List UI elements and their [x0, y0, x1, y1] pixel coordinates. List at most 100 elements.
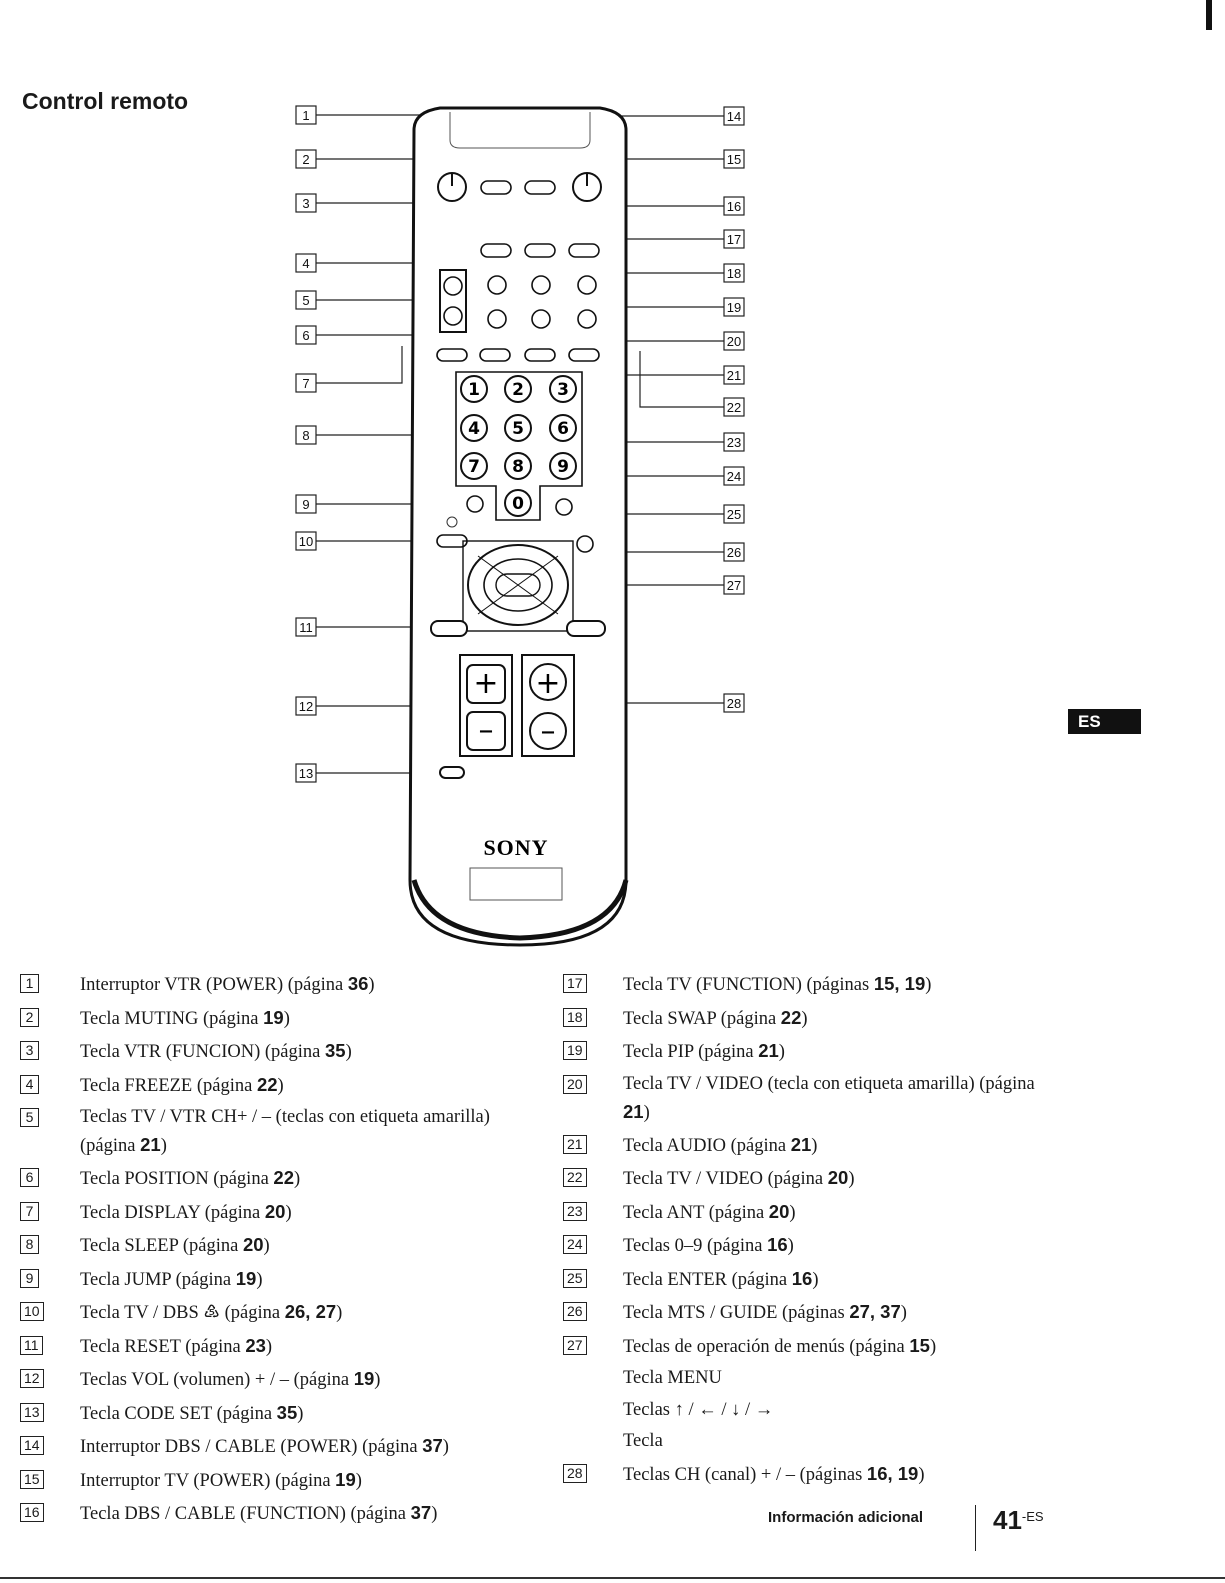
legend-suffix: ): [812, 1269, 819, 1290]
mts-guide-button: [576, 535, 594, 553]
legend-page-ref: 35: [276, 1401, 298, 1423]
legend-text: Tecla: [623, 1426, 1063, 1458]
tv-function-button: [568, 243, 600, 258]
numpad-key-label: 1: [468, 380, 480, 400]
legend-text: Tecla PIP (página 21): [623, 1035, 1063, 1069]
callout-label: 18: [727, 266, 741, 281]
callout-box: [723, 466, 745, 486]
numpad-key-label: 3: [557, 380, 569, 400]
legend-page-ref: 22: [256, 1073, 278, 1095]
legend-number-box: 22: [563, 1168, 587, 1187]
legend-number-box: 21: [563, 1134, 587, 1154]
callout-label: 1: [302, 108, 309, 123]
brand-logo: SONY: [483, 835, 548, 860]
callout-label: 22: [727, 400, 741, 415]
legend-suffix: ): [355, 1470, 362, 1491]
callout-box: [723, 575, 745, 595]
legend-page-ref: 37: [422, 1435, 443, 1456]
legend-description: Teclas de operación de menús (página: [623, 1336, 910, 1357]
legend-number: 11: [20, 1330, 80, 1364]
callout-label: 27: [727, 578, 741, 593]
legend-item: 6 Tecla POSITION (página 22): [20, 1162, 540, 1196]
callout-label: 9: [302, 497, 309, 512]
legend-suffix: ): [918, 1464, 925, 1485]
callout-box: [295, 696, 317, 716]
legend-number: 21: [563, 1129, 623, 1163]
tv-video-yellow-button: [577, 309, 597, 329]
callout-label: 23: [727, 435, 741, 450]
page-number-suffix: -ES: [1021, 1509, 1044, 1524]
legend-number: 25: [563, 1263, 623, 1297]
callout-label: 17: [727, 232, 741, 247]
numpad-key-label: 4: [468, 419, 480, 439]
legend-text: Tecla ANT (página 20): [623, 1196, 1063, 1230]
legend-description: Interruptor VTR (POWER) (página: [80, 975, 348, 995]
legend-suffix: ): [442, 1437, 449, 1457]
callout-label: 20: [727, 334, 741, 349]
callout-label: 24: [727, 469, 741, 484]
legend-suffix: ): [643, 1102, 650, 1123]
legend-text: Tecla POSITION (página 22): [80, 1162, 540, 1196]
legend-description: Teclas TV / VTR CH+ / – (teclas con etiq…: [80, 1107, 490, 1156]
legend-text: Tecla JUMP (página 19): [80, 1263, 540, 1297]
legend-number: 27: [563, 1330, 623, 1364]
dbs-function-button: [524, 243, 556, 258]
numpad-key-1: [460, 375, 488, 403]
legend-number: 24: [563, 1229, 623, 1263]
legend-number-box: 6: [20, 1168, 39, 1187]
numpad-key-label: 9: [557, 457, 569, 477]
legend-number: 4: [20, 1069, 80, 1103]
legend-description: Tecla JUMP (página: [80, 1269, 236, 1290]
legend-suffix: ): [778, 1042, 785, 1062]
legend-description: Tecla RESET (página: [80, 1336, 246, 1357]
legend-suffix: ): [789, 1202, 796, 1223]
ant-button: [568, 348, 600, 362]
legend-description: Tecla MTS / GUIDE (páginas: [623, 1303, 850, 1323]
legend-description: Tecla TV / VIDEO (página: [623, 1169, 828, 1189]
legend-page-ref: 15, 19: [873, 973, 926, 994]
legend-suffix: ): [256, 1269, 263, 1290]
legend-number: [563, 1426, 623, 1458]
legend-number-box: 15: [20, 1469, 44, 1489]
callout-box: [723, 263, 745, 283]
legend-text: Tecla DBS / CABLE (FUNCTION) (página 37): [80, 1497, 540, 1531]
legend-number: 18: [563, 1002, 623, 1036]
legend-description: Tecla ENTER (página: [623, 1269, 792, 1290]
legend-number-box: 3: [20, 1041, 39, 1060]
numpad-key-4: [460, 414, 488, 442]
legend-page-ref: 21: [790, 1133, 812, 1155]
legend-text: Teclas ↑ / ← / ↓ / →: [623, 1395, 1063, 1427]
legend-page-ref: 19: [263, 1006, 284, 1028]
legend-number: 20: [563, 1069, 623, 1129]
legend-number-box: 16: [20, 1503, 44, 1522]
svg-text:+: +: [535, 666, 560, 701]
callout-label: 26: [727, 545, 741, 560]
legend-description: Teclas CH (canal) + / – (páginas: [623, 1464, 867, 1485]
callout-label: 3: [302, 196, 309, 211]
legend-page-ref: 20: [264, 1200, 286, 1222]
jump-button: [466, 495, 484, 513]
legend-suffix: ): [368, 975, 375, 995]
legend-number-box: 28: [563, 1463, 587, 1483]
callout-label: 14: [727, 109, 741, 124]
legend-number: 10: [20, 1296, 80, 1330]
callout-box: [723, 542, 745, 562]
callout-label: 21: [727, 368, 741, 383]
legend-number-box: 1: [20, 974, 39, 993]
legend-number-box: 27: [563, 1335, 587, 1355]
legend-description: Tecla TV / VIDEO (tecla con etiqueta ama…: [623, 1073, 1035, 1094]
legend-text: Tecla MUTING (página 19): [80, 1002, 540, 1036]
legend-description: Tecla MENU: [623, 1368, 722, 1388]
callout-box: [723, 149, 745, 169]
code-set-button: [439, 766, 465, 779]
legend-text: Tecla FREEZE (página 22): [80, 1069, 540, 1103]
legend-suffix: ): [900, 1303, 907, 1323]
legend-number-box: 18: [563, 1007, 587, 1027]
page-edge-mark: [1206, 0, 1212, 30]
